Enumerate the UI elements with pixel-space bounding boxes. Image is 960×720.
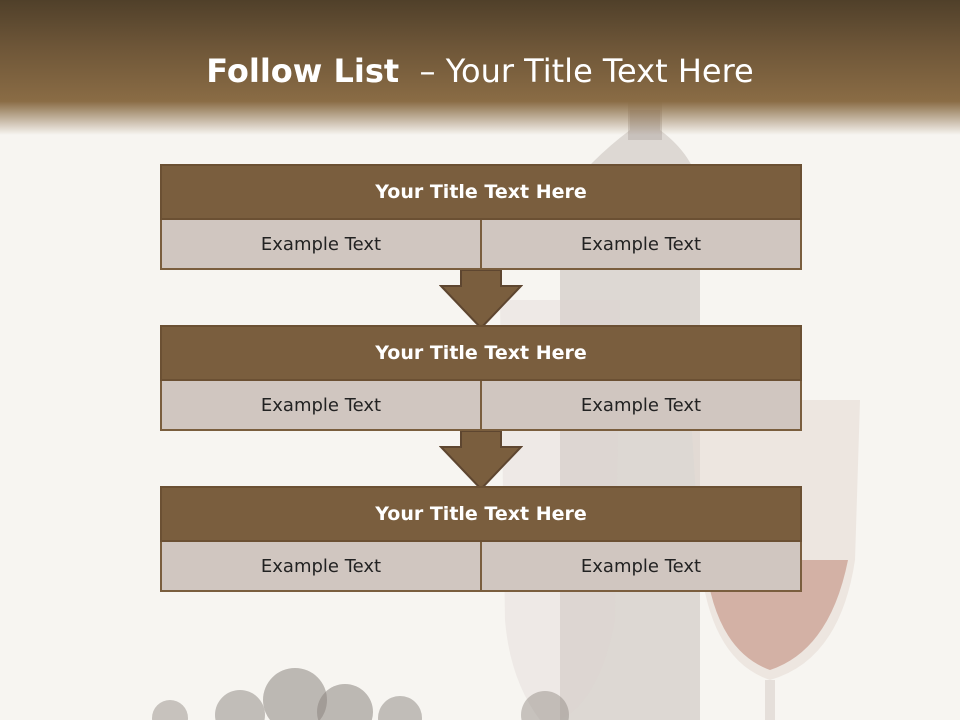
slide-title-bold: Follow List: [206, 52, 400, 90]
block-heading: Your Title Text Here: [160, 325, 802, 381]
block-row: Example Text Example Text: [160, 220, 802, 270]
block-cell-right: Example Text: [480, 220, 802, 270]
slide-title: Follow List – Your Title Text Here: [0, 52, 960, 90]
block-heading: Your Title Text Here: [160, 164, 802, 220]
follow-block-3: Your Title Text Here Example Text Exampl…: [160, 486, 802, 592]
block-cell-left: Example Text: [160, 220, 480, 270]
follow-block-2: Your Title Text Here Example Text Exampl…: [160, 325, 802, 431]
block-cell-right: Example Text: [480, 381, 802, 431]
block-cell-left: Example Text: [160, 542, 480, 592]
block-cell-right: Example Text: [480, 542, 802, 592]
block-cell-left: Example Text: [160, 381, 480, 431]
header-bar: [0, 0, 960, 135]
slide-title-rest: – Your Title Text Here: [419, 52, 754, 90]
block-heading: Your Title Text Here: [160, 486, 802, 542]
follow-block-1: Your Title Text Here Example Text Exampl…: [160, 164, 802, 270]
down-arrow-icon: [439, 270, 523, 330]
down-arrow-icon: [439, 431, 523, 491]
block-row: Example Text Example Text: [160, 381, 802, 431]
block-row: Example Text Example Text: [160, 542, 802, 592]
